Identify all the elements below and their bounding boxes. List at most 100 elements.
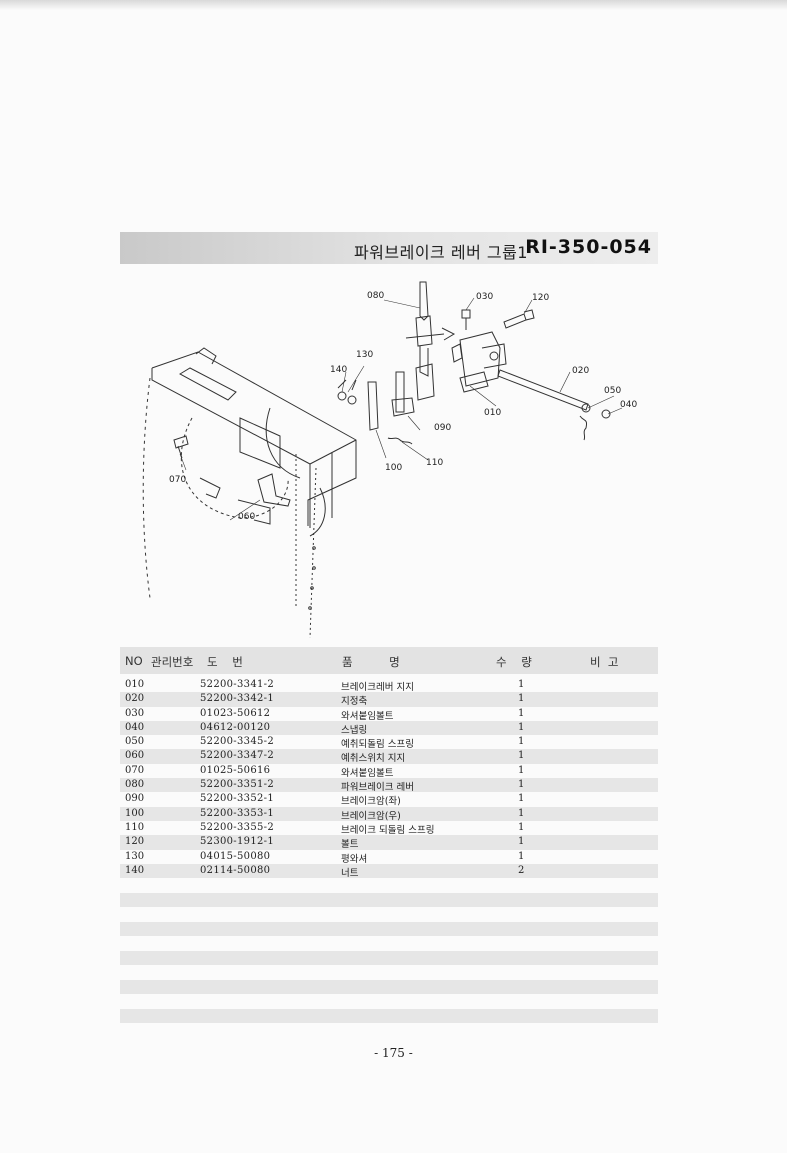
callout-070: 070 <box>169 475 187 485</box>
row-qty: 1 <box>518 807 525 819</box>
callout-030: 030 <box>476 292 494 302</box>
table-row: 080 52200-3351-2 파워브레이크 레버 1 <box>120 778 658 794</box>
row-part-number: 01023-50612 <box>200 707 271 719</box>
table-row: 100 52200-3353-1 브레이크암(우) 1 <box>120 806 658 822</box>
row-no: 130 <box>125 850 145 862</box>
title-bar: 파워브레이크 레버 그룹1 RI-350-054 <box>120 232 658 264</box>
row-part-number: 52200-3342-1 <box>200 693 274 705</box>
callout-040: 040 <box>620 400 638 410</box>
callout-020: 020 <box>572 366 590 376</box>
callout-140: 140 <box>330 365 348 375</box>
parts-table-header: NO 관리번호 도 번 품 명 수 량 비 고 <box>120 647 658 674</box>
row-qty: 1 <box>518 793 525 805</box>
row-qty: 1 <box>518 764 525 776</box>
row-part-name: 브레이크레버 지지 <box>341 682 414 693</box>
part-110-spring <box>387 437 413 445</box>
part-020-shaft <box>497 369 589 411</box>
part-030-bolt <box>461 309 471 330</box>
scan-edge <box>0 0 787 10</box>
empty-row-stripe <box>120 893 658 907</box>
row-qty: 1 <box>518 821 525 833</box>
row-part-name: 지정축 <box>341 696 368 708</box>
part-120-bolt <box>503 309 535 329</box>
row-part-name: 브레이크암(좌) <box>341 796 401 808</box>
col-quantity: 수 량 <box>496 655 532 669</box>
row-no: 100 <box>125 807 145 819</box>
callout-050: 050 <box>604 386 622 396</box>
group-title: 파워브레이크 레버 그룹1 <box>353 243 528 262</box>
callout-060: 060 <box>238 512 256 522</box>
row-part-name: 볼트 <box>341 839 359 851</box>
col-no: NO <box>125 654 143 668</box>
parts-table-body: 010 52200-3341-2 브레이크레버 지지 1 020 52200-3… <box>120 678 658 879</box>
row-no: 090 <box>125 793 145 805</box>
row-qty: 1 <box>518 779 525 791</box>
row-no: 050 <box>125 736 145 748</box>
row-no: 060 <box>125 750 145 762</box>
row-part-number: 52200-3353-1 <box>200 807 274 819</box>
col-remarks: 비 고 <box>590 655 619 669</box>
table-row: 140 02114-50080 너트 2 <box>120 863 658 879</box>
part-080-lever <box>405 281 456 401</box>
row-no: 030 <box>125 707 145 719</box>
exploded-parts-diagram: 080 030 120 130 140 020 050 040 010 090 … <box>120 268 658 638</box>
row-part-number: 04612-00120 <box>200 721 271 733</box>
row-qty: 1 <box>518 850 525 862</box>
row-part-name: 예취스위치 지지 <box>341 753 406 765</box>
callout-090: 090 <box>434 423 452 433</box>
row-part-name: 브레이크암(우) <box>341 810 401 822</box>
callout-100: 100 <box>385 463 403 473</box>
table-row: 030 01023-50612 와셔붙임볼트 1 <box>120 707 658 722</box>
table-row: 120 52300-1912-1 볼트 1 <box>120 835 658 851</box>
part-070-bolt <box>173 435 189 459</box>
empty-row-stripe <box>120 1009 658 1023</box>
row-part-name: 스냅링 <box>341 724 368 736</box>
row-qty: 1 <box>518 721 525 733</box>
table-row: 110 52200-3355-2 브레이크 되돌림 스프링 1 <box>120 821 658 836</box>
part-040-snapring <box>601 409 611 419</box>
row-part-number: 52200-3352-1 <box>200 793 274 805</box>
row-no: 120 <box>125 836 145 848</box>
table-row: 090 52200-3352-1 브레이크암(좌) 1 <box>120 792 658 808</box>
empty-row-stripe <box>120 951 658 965</box>
row-qty: 1 <box>518 679 525 690</box>
callout-120: 120 <box>532 293 550 303</box>
table-row: 040 04612-00120 스냅링 1 <box>120 720 658 736</box>
col-drawing-number: 도 번 <box>207 655 243 669</box>
parts-drawing <box>142 281 623 638</box>
row-part-name: 와셔붙임볼트 <box>341 710 394 722</box>
part-060-bracket <box>257 473 291 507</box>
table-row: 010 52200-3341-2 브레이크레버 지지 1 <box>120 678 658 693</box>
row-part-name: 브레이크 되돌림 스프링 <box>341 824 435 836</box>
row-part-number: 52200-3341-2 <box>200 679 274 690</box>
callout-leaders <box>179 297 623 521</box>
row-part-number: 01025-50616 <box>200 764 271 776</box>
row-part-number: 52200-3345-2 <box>200 736 274 748</box>
row-part-number: 04015-50080 <box>200 850 271 862</box>
table-row: 060 52200-3347-2 예취스위치 지지 1 <box>120 749 658 765</box>
row-part-name: 예취되돌림 스프링 <box>341 739 414 751</box>
row-qty: 1 <box>518 736 525 748</box>
row-part-number: 52300-1912-1 <box>200 836 274 848</box>
chassis-frame <box>142 347 357 638</box>
row-no: 140 <box>125 864 145 876</box>
callout-110: 110 <box>426 458 444 468</box>
part-010-bracket <box>451 331 507 393</box>
part-100-arm <box>367 381 379 431</box>
row-qty: 1 <box>518 750 525 762</box>
row-part-number: 52200-3347-2 <box>200 750 274 762</box>
row-part-name: 와셔붙임볼트 <box>341 767 394 779</box>
row-qty: 1 <box>518 836 525 848</box>
row-part-number: 52200-3355-2 <box>200 821 274 833</box>
row-part-name: 파워브레이크 레버 <box>341 782 414 794</box>
row-no: 080 <box>125 779 145 791</box>
row-part-number: 02114-50080 <box>200 864 271 876</box>
part-050-spring <box>579 403 591 441</box>
row-qty: 1 <box>518 693 525 705</box>
row-qty: 1 <box>518 707 525 719</box>
col-mgmt-number: 관리번호 <box>151 655 194 669</box>
row-no: 020 <box>125 693 145 705</box>
row-part-name: 너트 <box>341 867 359 879</box>
table-row: 020 52200-3342-1 지정축 1 <box>120 692 658 708</box>
part-090-arm <box>391 371 415 417</box>
